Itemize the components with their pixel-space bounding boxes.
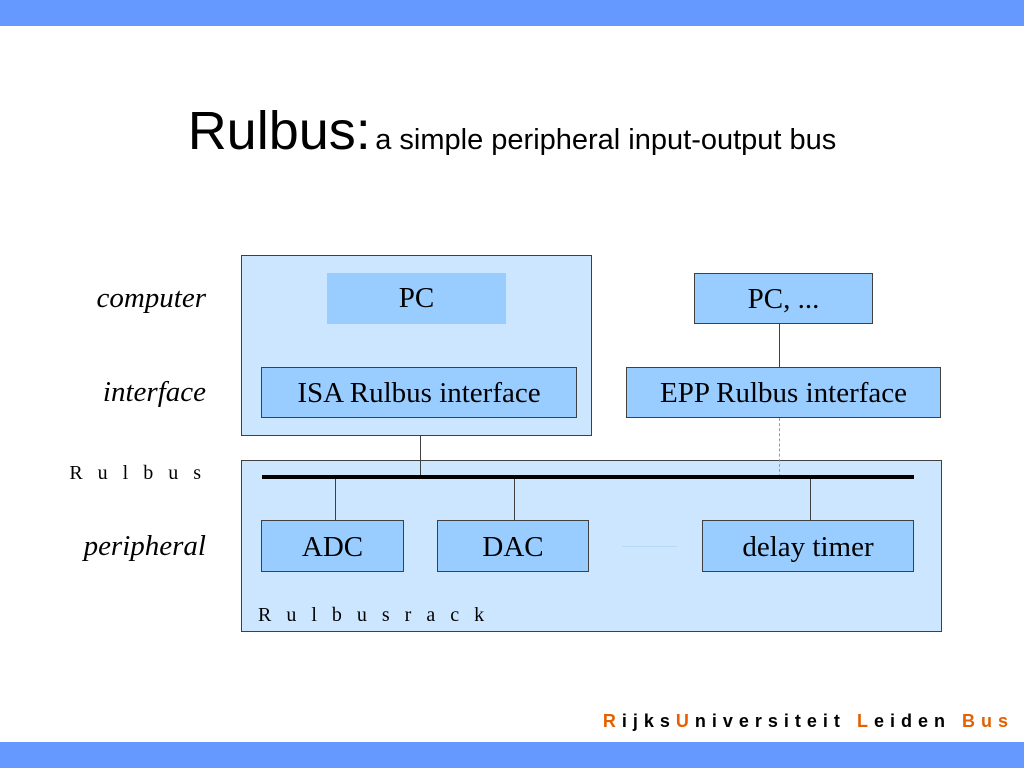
epp-interface-box: EPP Rulbus interface <box>626 367 941 418</box>
label-computer: computer <box>96 282 206 314</box>
rulbus-line <box>262 475 914 479</box>
epp-bus-connector <box>779 418 780 477</box>
isa-bus-connector <box>420 436 421 477</box>
top-bar <box>0 0 1024 26</box>
adc-box: ADC <box>261 520 404 572</box>
university-logo: RijksUniversiteit Leiden Bus <box>603 711 1014 732</box>
label-rulbus: R u l b u s <box>69 462 206 484</box>
title-subtitle: a simple peripheral input-output bus <box>375 124 837 156</box>
logo-l: L <box>856 711 874 731</box>
rack-label: R u l b u s r a c k <box>258 604 490 626</box>
pc-other-box: PC, ... <box>694 273 873 324</box>
slide-title: Rulbus: a simple peripheral input-output… <box>0 100 1024 162</box>
dac-connector <box>514 479 515 520</box>
logo-u: U <box>675 711 695 731</box>
delay-timer-connector <box>810 479 811 520</box>
bottom-bar <box>0 742 1024 768</box>
logo-r: R <box>602 711 622 731</box>
title-main: Rulbus: <box>187 101 371 161</box>
pc-epp-connector <box>779 324 780 367</box>
label-peripheral: peripheral <box>83 530 206 562</box>
delay-timer-box: delay timer <box>702 520 914 572</box>
logo-ijks: ijks <box>621 711 676 731</box>
ellipsis-line <box>622 546 677 547</box>
logo-bus: Bus <box>961 711 1014 731</box>
pc-box: PC <box>327 273 506 324</box>
isa-interface-box: ISA Rulbus interface <box>261 367 577 418</box>
logo-niversiteit: niversiteit <box>694 711 846 731</box>
label-interface: interface <box>102 376 206 408</box>
logo-eiden: eiden <box>873 711 951 731</box>
dac-box: DAC <box>437 520 589 572</box>
adc-connector <box>335 479 336 520</box>
